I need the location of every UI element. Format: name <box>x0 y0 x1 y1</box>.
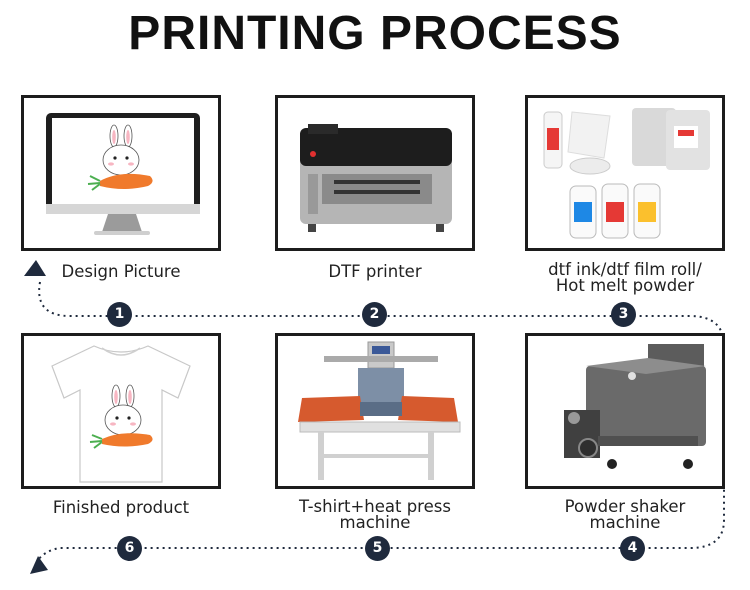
page-title: PRINTING PROCESS <box>128 7 622 60</box>
step-2-image-card <box>275 95 475 251</box>
arrowhead-down-left-icon <box>30 556 48 574</box>
step-4-label: Powder shaker machine <box>515 497 735 532</box>
carrot-icon <box>89 433 153 449</box>
step-4-label-line2: machine <box>589 513 661 532</box>
step-3-label-line1: dtf ink/dtf film roll/ <box>548 260 702 279</box>
step-6-image-card <box>21 333 221 489</box>
step-3-image-card <box>525 95 725 251</box>
step-5-label-line2: machine <box>339 513 411 532</box>
step-1-label: Design Picture <box>61 262 181 281</box>
step-5-label: T-shirt+heat press machine <box>265 497 485 532</box>
bunny-icon <box>102 124 140 176</box>
step-3-badge: 3 <box>611 302 636 327</box>
step-3-label: dtf ink/dtf film roll/ Hot melt powder <box>505 260 745 295</box>
step-5-label-line1: T-shirt+heat press <box>299 497 451 516</box>
step-4-badge: 4 <box>620 536 645 561</box>
step-3-label-line2: Hot melt powder <box>555 276 695 295</box>
step-2-label: DTF printer <box>328 262 422 281</box>
step-4-image-card <box>525 333 725 489</box>
step-5-badge: 5 <box>365 536 390 561</box>
step-2-badge: 2 <box>362 302 387 327</box>
arrowhead-up-icon <box>24 260 46 276</box>
step-4-label-line1: Powder shaker <box>564 497 686 516</box>
step-6-label: Finished product <box>52 498 190 517</box>
step-6-badge: 6 <box>117 536 142 561</box>
step-1-badge: 1 <box>107 302 132 327</box>
carrot-icon <box>87 173 153 191</box>
bunny-icon <box>104 384 142 436</box>
step-5-image-card <box>275 333 475 489</box>
step-1-image-card <box>21 95 221 251</box>
